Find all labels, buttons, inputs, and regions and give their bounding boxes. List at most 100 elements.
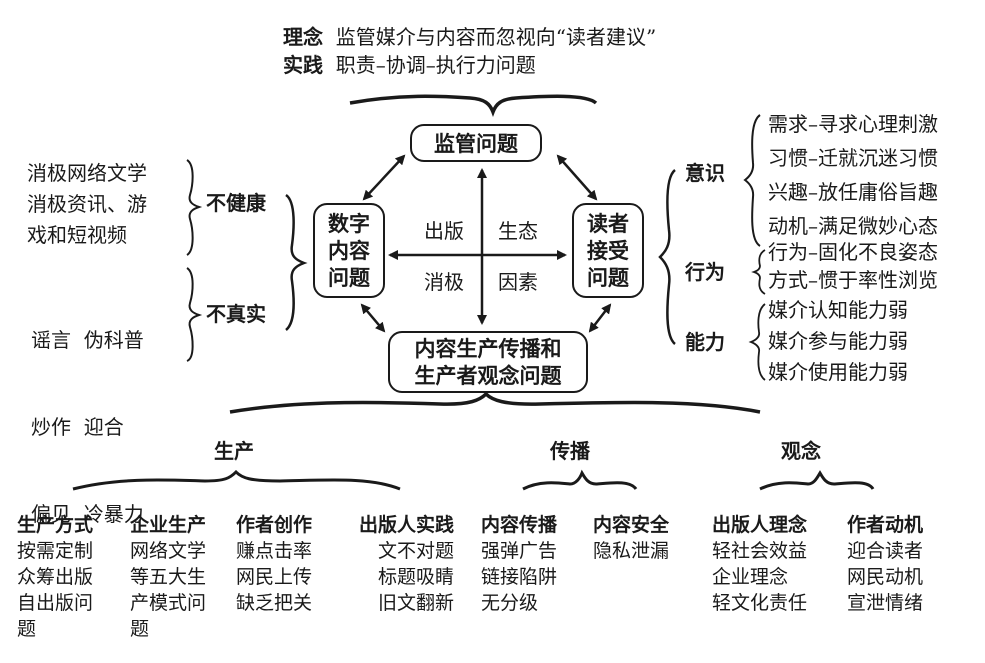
arrow-bottom-left <box>360 303 386 333</box>
column-author-motive: 作者动机 迎合读者 网民动机 宣泄情绪 <box>847 512 923 616</box>
right-group-behavior-label: 行为 <box>685 260 725 284</box>
right-group-ability-label: 能力 <box>685 330 725 354</box>
brace-untrue <box>186 267 203 362</box>
column-publisher-practice: 出版人实践 文不对题 标题吸睛 旧文翻新 <box>338 512 454 616</box>
column-header: 内容传播 <box>481 514 558 536</box>
top-label-concept: 理念 <box>283 25 323 49</box>
column-content-distribution: 内容传播 强弹广告 链接陷阱 无分级 <box>481 512 557 616</box>
box-reader-line-2: 接受 <box>587 238 629 263</box>
box-production-line-1: 内容生产传播和 <box>414 336 562 361</box>
box-reader-line-1: 读者 <box>587 211 629 236</box>
column-line: 网民动机 <box>847 566 924 588</box>
column-line: 自出版问 <box>17 592 94 614</box>
box-regulation-label: 监管问题 <box>434 130 518 156</box>
column-line: 轻文化责任 <box>712 592 808 614</box>
column-header: 作者动机 <box>847 514 924 536</box>
right-group-awareness-label: 意识 <box>685 161 725 185</box>
right-item: 兴趣–放任庸俗旨趣 <box>768 180 938 204</box>
left-item: 消极网络文学 <box>27 161 147 185</box>
brace-right-outer <box>658 169 676 345</box>
brace-unhealthy <box>186 159 203 256</box>
column-line: 网民上传 <box>236 566 313 588</box>
column-line: 标题吸睛 <box>377 566 454 588</box>
column-line: 缺乏把关 <box>236 592 313 614</box>
right-item: 习惯–迁就沉迷习惯 <box>768 146 938 170</box>
brace-left-outer <box>285 193 308 331</box>
column-line: 赚点击率 <box>236 540 313 562</box>
left-item: 消极资讯、游 <box>27 192 147 216</box>
column-author-creation: 作者创作 赚点击率 网民上传 缺乏把关 <box>236 512 312 616</box>
right-group-behavior-items: 行为–固化不良姿态 方式–惯于率性浏览 <box>768 238 938 294</box>
quadrant-top-right: 生态 <box>498 219 538 243</box>
right-item: 媒介参与能力弱 <box>768 329 908 353</box>
section-title-concept: 观念 <box>781 439 821 463</box>
right-group-awareness-items: 需求–寻求心理刺激 习惯–迁就沉迷习惯 兴趣–放任庸俗旨趣 动机–满足微妙心态 <box>768 107 938 243</box>
right-item: 动机–满足微妙心态 <box>768 214 938 238</box>
column-line: 网络文学 <box>130 540 207 562</box>
column-line: 链接陷阱 <box>481 566 558 588</box>
top-text-practice: 职责–协调–执行力问题 <box>335 53 536 77</box>
quadrant-top-left: 出版 <box>424 219 464 243</box>
brace-ability <box>748 303 766 381</box>
column-line: 迎合读者 <box>847 540 924 562</box>
column-line: 按需定制 <box>17 540 94 562</box>
arrow-top-left <box>362 154 406 201</box>
column-header: 生产方式 <box>17 514 94 536</box>
right-item: 方式–惯于率性浏览 <box>768 268 938 292</box>
brace-production <box>72 469 401 491</box>
arrow-top-right <box>556 154 598 201</box>
box-reader-acceptance: 读者 接受 问题 <box>572 203 644 298</box>
box-reader-line-3: 问题 <box>587 265 629 290</box>
left-group-unhealthy-label: 不健康 <box>206 191 266 215</box>
left-item: 炒作 迎合 <box>31 415 124 439</box>
column-publisher-concept: 出版人理念 轻社会效益 企业理念 轻文化责任 <box>712 512 807 616</box>
brace-concept <box>759 470 875 491</box>
column-line: 题 <box>130 618 150 640</box>
column-header: 企业生产 <box>130 514 207 536</box>
column-line: 宣泄情绪 <box>847 592 924 614</box>
column-header: 出版人理念 <box>712 514 808 536</box>
column-line: 强弹广告 <box>481 540 558 562</box>
quadrant-bottom-right: 因素 <box>498 270 538 294</box>
column-header: 内容安全 <box>593 514 670 536</box>
top-row-concept: 理念 监管媒介与内容而忽视向“读者建议” <box>283 24 656 50</box>
box-content-production: 内容生产传播和 生产者观念问题 <box>388 331 588 393</box>
arrow-bottom-right <box>588 303 612 333</box>
left-item: 戏和短视频 <box>27 223 127 247</box>
column-line: 等五大生 <box>130 566 207 588</box>
brace-distribution <box>522 469 638 491</box>
left-item: 谣言 伪科普 <box>31 328 144 352</box>
right-item: 需求–寻求心理刺激 <box>768 112 938 136</box>
box-regulation: 监管问题 <box>410 124 542 162</box>
column-line: 题 <box>17 618 37 640</box>
box-production-line-2: 生产者观念问题 <box>414 363 562 388</box>
box-digital-content: 数字 内容 问题 <box>313 203 385 298</box>
right-item: 媒介使用能力弱 <box>768 360 908 384</box>
quadrant-bottom-left: 消极 <box>424 270 464 294</box>
brace-behavior <box>751 249 766 295</box>
left-item: 偏见 冷暴力 <box>31 502 144 526</box>
bottom-brace <box>229 391 761 414</box>
column-line: 企业理念 <box>712 566 789 588</box>
left-group-unhealthy-items: 消极网络文学 消极资讯、游 戏和短视频 <box>27 158 147 251</box>
section-title-distribution: 传播 <box>550 439 590 463</box>
right-group-ability-items: 媒介认知能力弱 媒介参与能力弱 媒介使用能力弱 <box>768 295 908 388</box>
section-title-production: 生产 <box>214 439 254 463</box>
left-group-untrue-label: 不真实 <box>206 302 266 326</box>
top-row-practice: 实践 职责–协调–执行力问题 <box>283 52 536 78</box>
column-line: 隐私泄漏 <box>593 540 670 562</box>
box-digital-line-1: 数字 <box>328 211 370 236</box>
column-line: 文不对题 <box>377 540 454 562</box>
column-production-mode: 生产方式 按需定制 众筹出版 自出版问 题 <box>17 512 93 642</box>
top-brace <box>349 94 598 117</box>
right-item: 行为–固化不良姿态 <box>768 240 938 264</box>
column-line: 旧文翻新 <box>377 592 454 614</box>
column-header: 出版人实践 <box>358 514 454 536</box>
box-digital-line-3: 问题 <box>328 265 370 290</box>
column-line: 众筹出版 <box>17 566 94 588</box>
column-content-security: 内容安全 隐私泄漏 <box>593 512 669 564</box>
column-enterprise-production: 企业生产 网络文学 等五大生 产模式问 题 <box>130 512 206 642</box>
column-line: 轻社会效益 <box>712 540 808 562</box>
column-line: 无分级 <box>481 592 539 614</box>
